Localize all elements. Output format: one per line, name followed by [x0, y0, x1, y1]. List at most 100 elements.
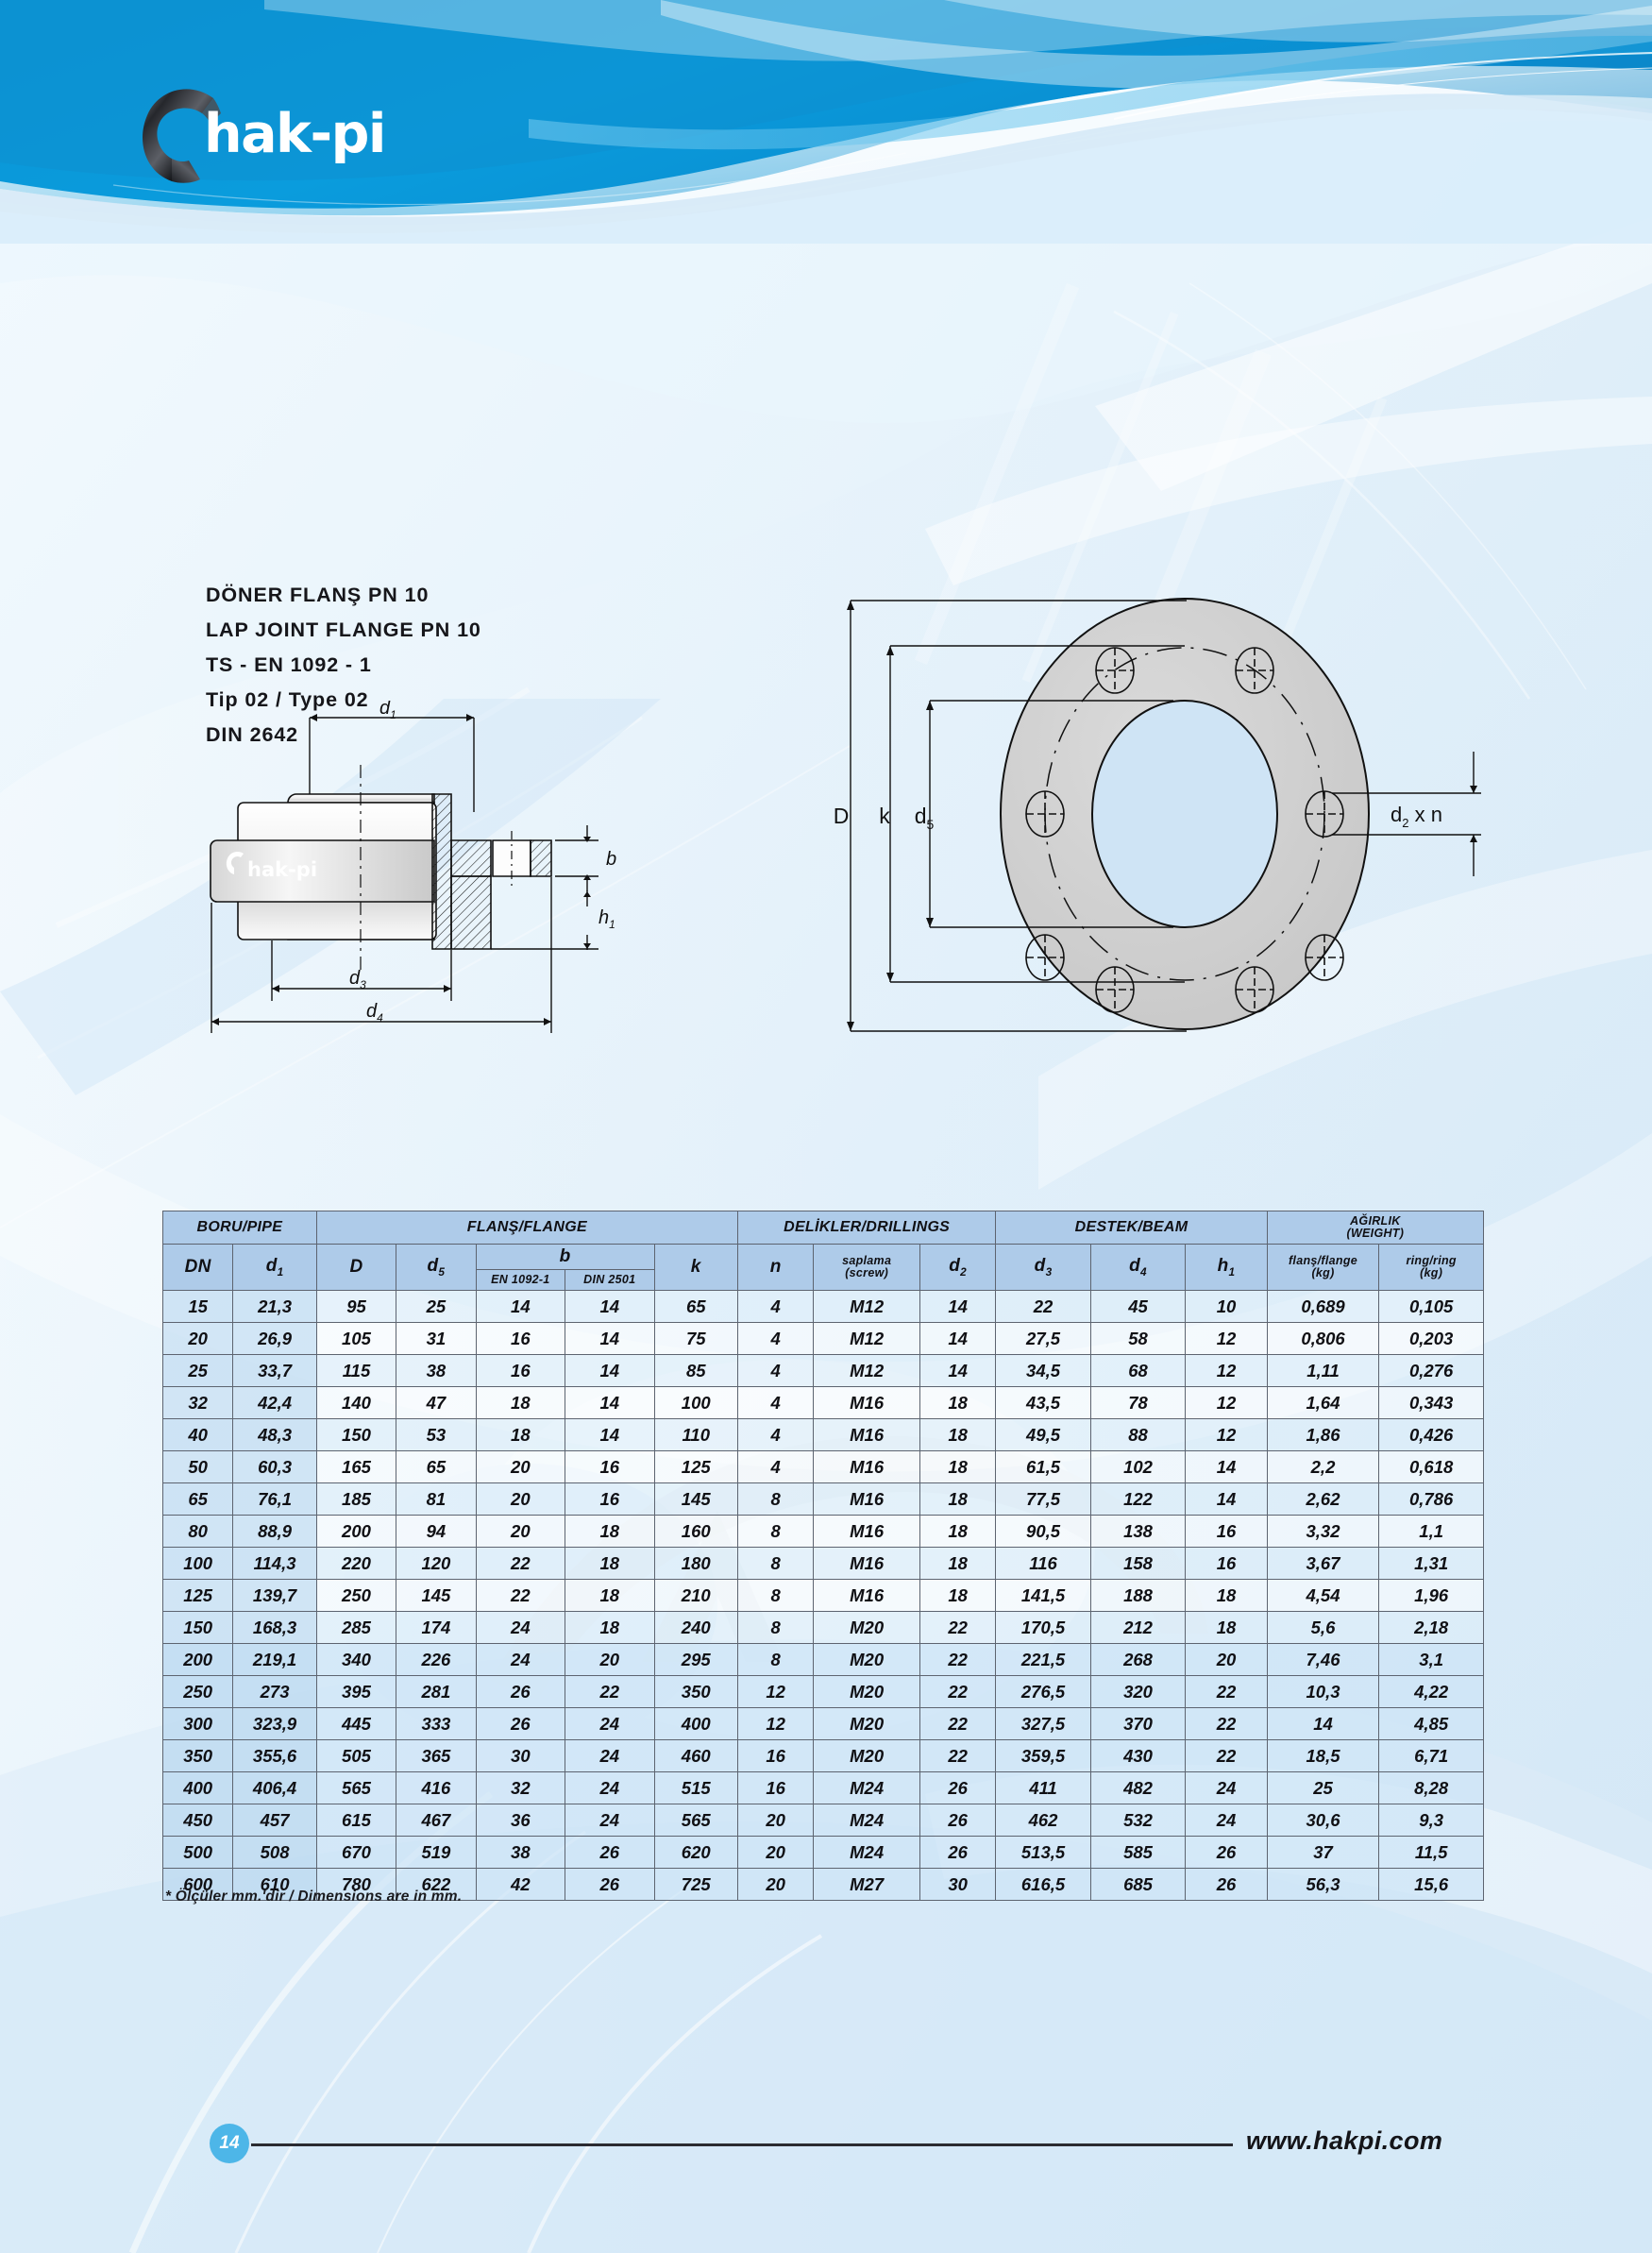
- table-cell: 185: [315, 1482, 397, 1516]
- table-cell: 462: [995, 1804, 1091, 1837]
- table-cell: 14: [565, 1322, 655, 1355]
- dimension-b: [555, 825, 598, 891]
- table-cell: 180: [653, 1547, 738, 1580]
- table-cell: 16: [1185, 1515, 1268, 1548]
- table-cell: M24: [813, 1836, 920, 1869]
- table-cell: M20: [813, 1675, 920, 1708]
- group-header-beam: DESTEK/BEAM: [995, 1211, 1268, 1245]
- table-cell: 160: [653, 1515, 738, 1548]
- table-cell: 350: [161, 1739, 234, 1772]
- table-cell: 1,11: [1266, 1354, 1380, 1387]
- table-cell: M12: [813, 1290, 920, 1323]
- table-cell: 125: [653, 1450, 738, 1483]
- product-title-block: DÖNER FLANŞ PN 10 LAP JOINT FLANGE PN 10…: [206, 578, 481, 753]
- table-cell: 14: [565, 1290, 655, 1323]
- table-cell: 18: [475, 1418, 566, 1451]
- table-cell: 22: [995, 1290, 1091, 1323]
- table-cell: 0,426: [1378, 1418, 1484, 1451]
- table-cell: 500: [161, 1836, 234, 1869]
- table-cell: 22: [1185, 1675, 1268, 1708]
- table-cell: 75: [653, 1322, 738, 1355]
- table-cell: 18: [565, 1579, 655, 1612]
- table-cell: 18: [919, 1515, 997, 1548]
- bolt-holes: [1025, 647, 1344, 1013]
- table-cell: 12: [1185, 1418, 1268, 1451]
- label-d5: d5: [915, 804, 935, 832]
- table-cell: 26: [1185, 1836, 1268, 1869]
- table-cell: 26: [475, 1675, 566, 1708]
- table-cell: 18: [565, 1515, 655, 1548]
- flange-section-drawing: hak-pi b h1: [198, 701, 765, 1062]
- table-cell: 138: [1089, 1515, 1187, 1548]
- table-cell: 16: [736, 1739, 815, 1772]
- col-d2: d2: [919, 1244, 997, 1291]
- group-header-drillings: DELİKLER/DRILLINGS: [736, 1211, 997, 1245]
- table-cell: 0,343: [1378, 1386, 1484, 1419]
- table-cell: 1,86: [1266, 1418, 1380, 1451]
- table-cell: 31: [396, 1322, 477, 1355]
- table-cell: 188: [1089, 1579, 1187, 1612]
- table-cell: 285: [315, 1611, 397, 1644]
- table-cell: 670: [315, 1836, 397, 1869]
- bore: [1091, 700, 1278, 928]
- table-cell: 56,3: [1266, 1868, 1380, 1901]
- table-cell: 620: [653, 1836, 738, 1869]
- table-cell: 22: [1185, 1739, 1268, 1772]
- label-h1: h1: [598, 907, 615, 931]
- table-cell: 120: [396, 1547, 477, 1580]
- table-cell: 18: [919, 1579, 997, 1612]
- table-cell: 406,4: [232, 1771, 317, 1804]
- table-cell: 0,689: [1266, 1290, 1380, 1323]
- table-cell: 95: [315, 1290, 397, 1323]
- table-cell: 200: [315, 1515, 397, 1548]
- table-cell: 2,62: [1266, 1482, 1380, 1516]
- table-cell: 340: [315, 1643, 397, 1676]
- table-cell: 18: [565, 1547, 655, 1580]
- group-header-weight: AĞIRLIK (WEIGHT): [1266, 1211, 1485, 1245]
- table-cell: 30,6: [1266, 1804, 1380, 1837]
- table-cell: 114,3: [232, 1547, 317, 1580]
- table-cell: 276,5: [995, 1675, 1091, 1708]
- table-cell: M16: [813, 1579, 920, 1612]
- col-d4: d4: [1089, 1244, 1187, 1291]
- table-cell: M16: [813, 1450, 920, 1483]
- table-cell: 18: [919, 1547, 997, 1580]
- table-cell: 18: [1185, 1579, 1268, 1612]
- table-cell: 9,3: [1378, 1804, 1484, 1837]
- dimension-d5: [926, 700, 1173, 928]
- title-line-2: LAP JOINT FLANGE PN 10: [206, 618, 481, 641]
- table-cell: 295: [653, 1643, 738, 1676]
- table-cell: 24: [1185, 1771, 1268, 1804]
- table-cell: 8: [736, 1643, 815, 1676]
- table-cell: 25: [1266, 1771, 1380, 1804]
- dimension-h1: [491, 890, 598, 950]
- table-cell: 1,31: [1378, 1547, 1484, 1580]
- group-header-pipe: BORU/PIPE: [162, 1211, 317, 1245]
- table-cell: 221,5: [995, 1643, 1091, 1676]
- flange-face-drawing: D k d5 d2 x n: [807, 567, 1487, 1053]
- col-b-en1092: EN 1092-1: [475, 1269, 566, 1291]
- table-cell: 14: [565, 1386, 655, 1419]
- table-cell: 200: [161, 1643, 234, 1676]
- table-cell: M24: [813, 1804, 920, 1837]
- table-cell: 445: [315, 1707, 397, 1740]
- table-cell: 355,6: [232, 1739, 317, 1772]
- table-cell: 8: [736, 1515, 815, 1548]
- table-cell: 22: [475, 1547, 566, 1580]
- table-cell: 8: [736, 1547, 815, 1580]
- table-cell: 2,2: [1266, 1450, 1380, 1483]
- table-cell: 34,5: [995, 1354, 1091, 1387]
- table-cell: M16: [813, 1482, 920, 1516]
- table-cell: 24: [565, 1804, 655, 1837]
- table-cell: 11,5: [1378, 1836, 1484, 1869]
- table-cell: 600: [161, 1868, 234, 1901]
- table-cell: 14: [919, 1322, 997, 1355]
- table-cell: 20: [475, 1515, 566, 1548]
- table-cell: 508: [232, 1836, 317, 1869]
- table-cell: 18: [919, 1386, 997, 1419]
